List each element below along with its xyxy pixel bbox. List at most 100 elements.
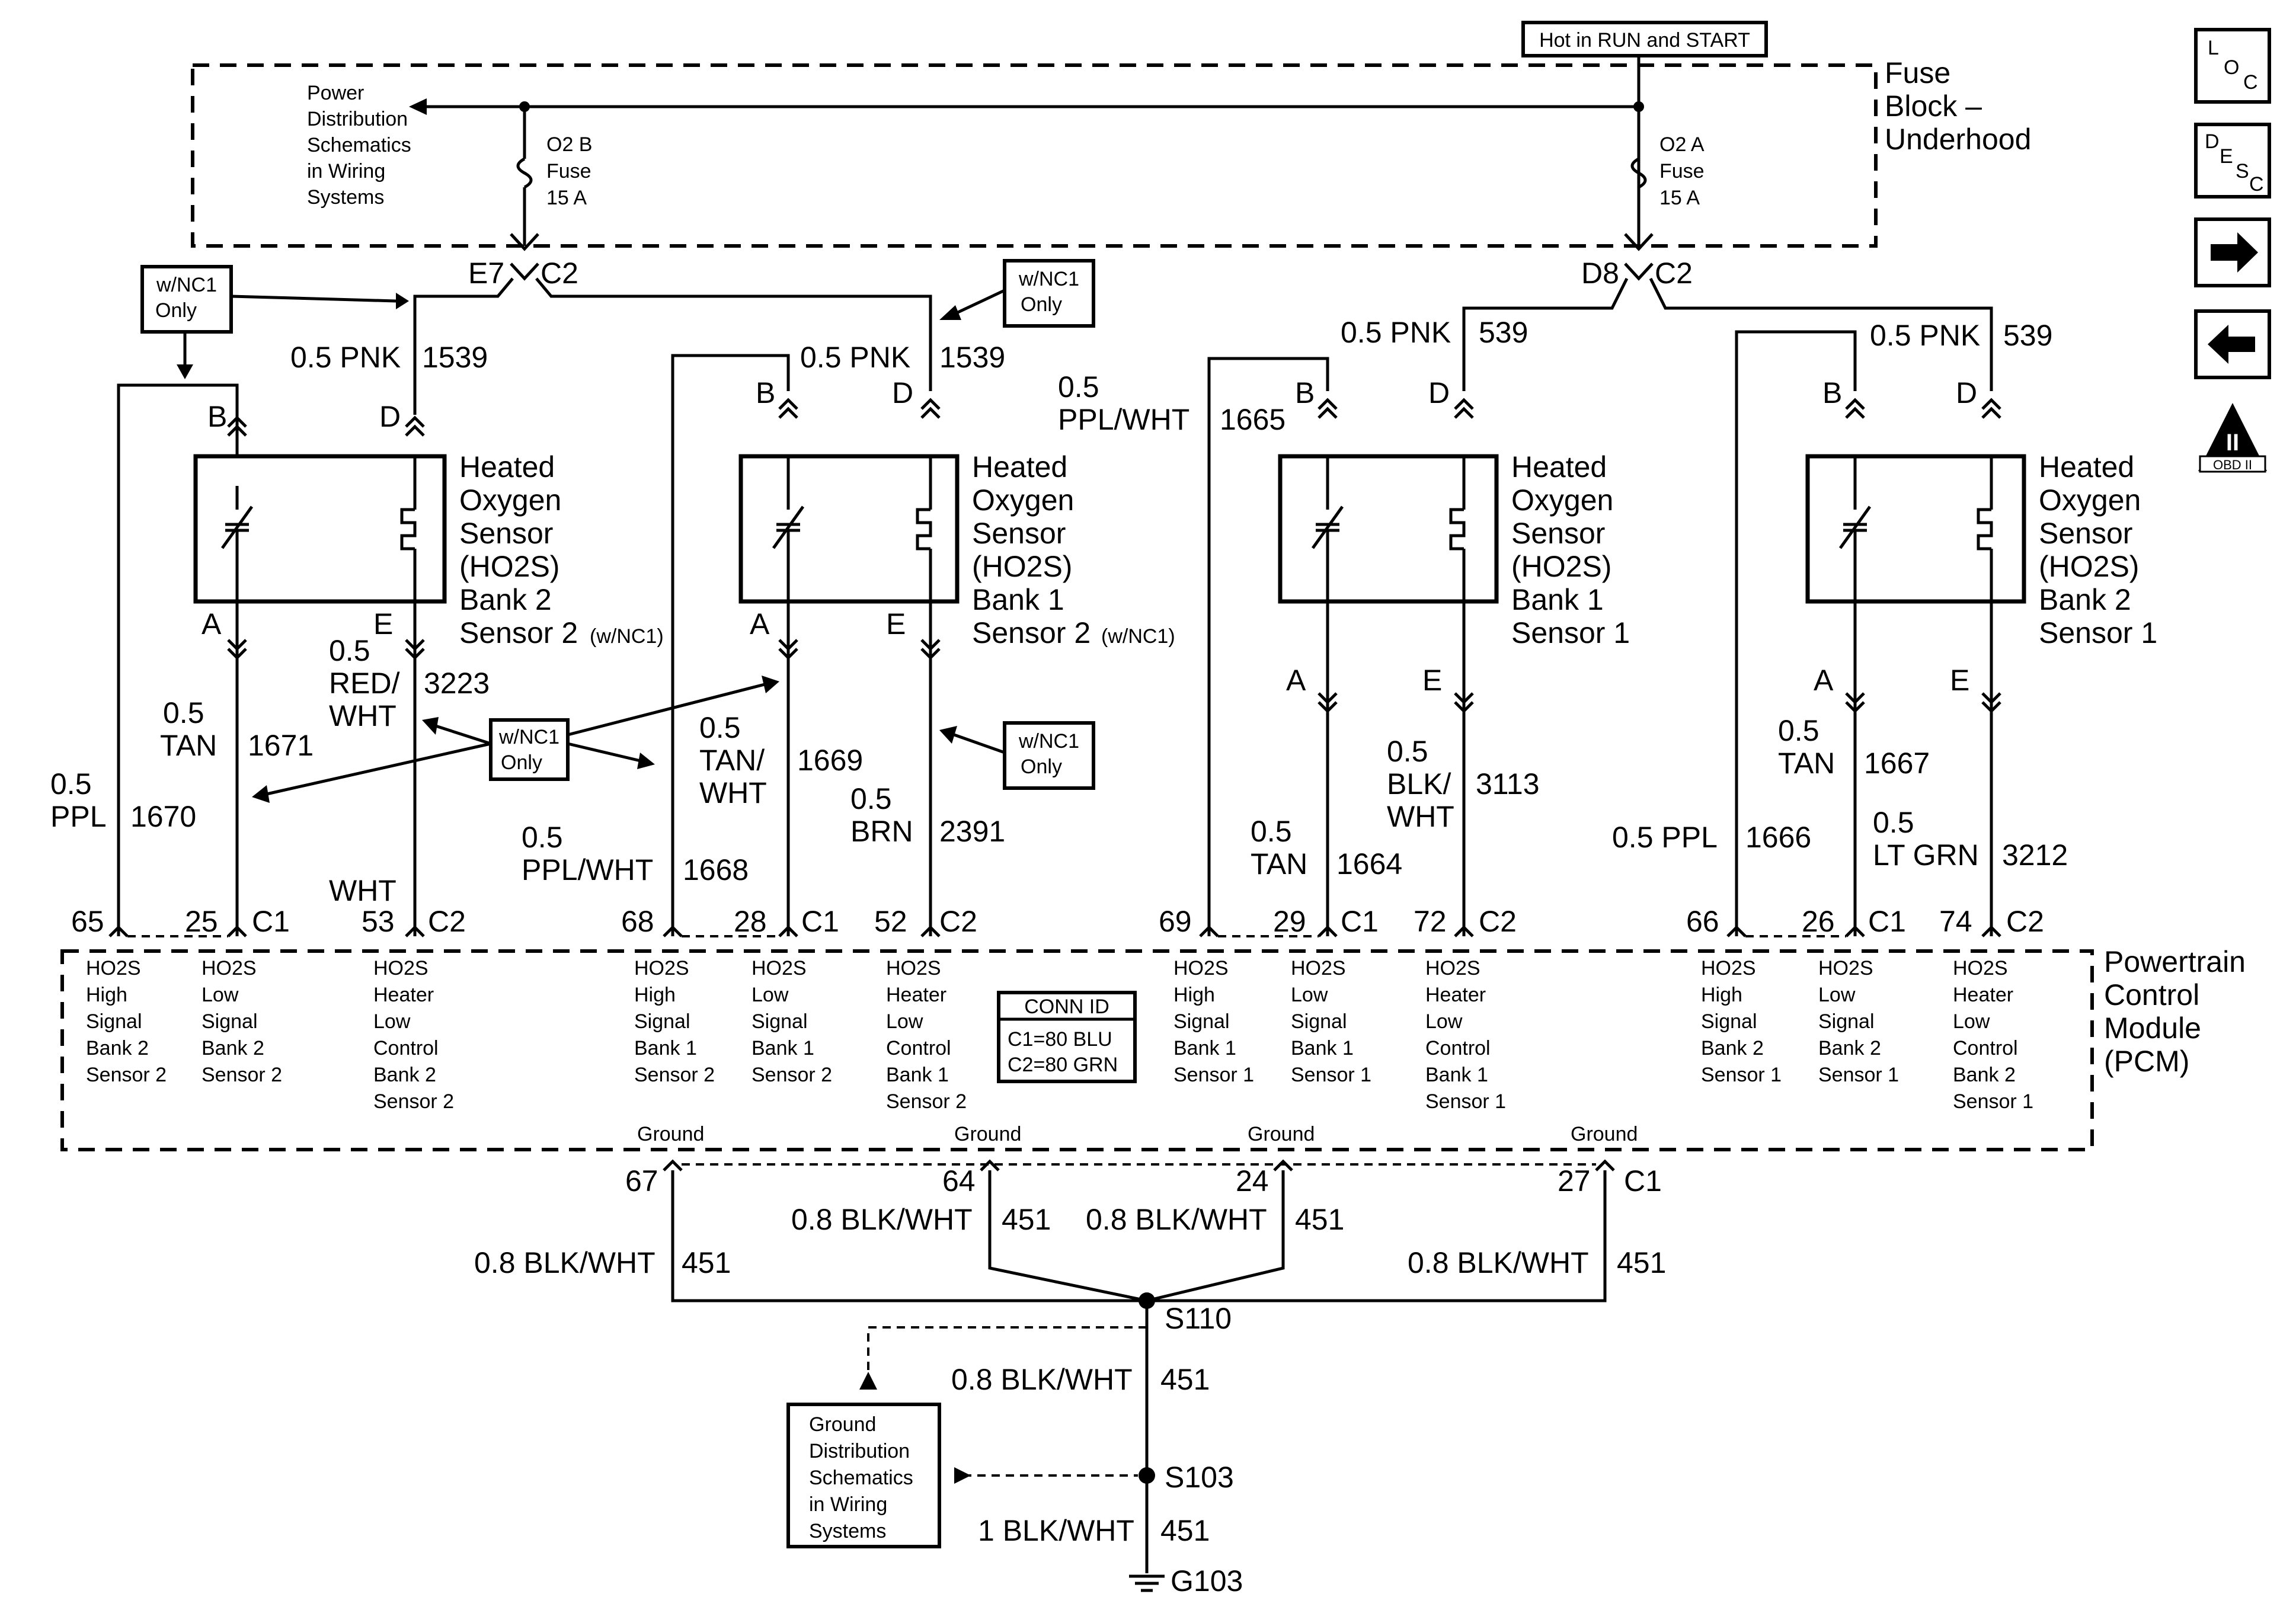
svg-text:Sensor 1: Sensor 1 <box>1173 1064 1254 1086</box>
svg-text:(HO2S): (HO2S) <box>2039 550 2139 583</box>
svg-text:w/NC1: w/NC1 <box>498 726 559 748</box>
svg-text:66: 66 <box>1686 905 1719 938</box>
nc1-note-1 <box>140 265 233 334</box>
svg-text:C1: C1 <box>801 905 839 938</box>
svg-text:Signal: Signal <box>1701 1010 1757 1033</box>
svg-text:Oxygen: Oxygen <box>2039 484 2141 517</box>
svg-text:Sensor 1: Sensor 1 <box>1701 1064 1782 1086</box>
svg-text:Heater: Heater <box>886 984 946 1006</box>
svg-text:Bank 1: Bank 1 <box>1173 1037 1236 1060</box>
svg-text:HO2S: HO2S <box>1291 957 1346 980</box>
svg-text:C: C <box>2243 71 2258 94</box>
svg-text:0.5 PNK: 0.5 PNK <box>800 341 910 374</box>
svg-text:D: D <box>2205 130 2220 153</box>
power-dist-4: in Wiring <box>307 160 385 183</box>
svg-text:0.5: 0.5 <box>1387 735 1428 768</box>
obd-ii-icon <box>2198 403 2267 471</box>
power-dist-5: Systems <box>307 186 384 209</box>
ground-circuit: 67 64 24 27 C1 0.8 BLK/WHT 451 0.8 BLK/W… <box>474 1159 1666 1598</box>
supply-branches <box>413 277 1993 415</box>
svg-text:0.8 BLK/WHT: 0.8 BLK/WHT <box>474 1246 655 1279</box>
svg-text:(HO2S): (HO2S) <box>1511 550 1611 583</box>
heater-element-icon <box>916 508 932 550</box>
svg-text:B: B <box>207 400 227 433</box>
svg-text:Low: Low <box>1953 1010 1990 1033</box>
svg-text:Sensor 1: Sensor 1 <box>1291 1064 1371 1086</box>
svg-text:E: E <box>2220 145 2233 168</box>
svg-text:S110: S110 <box>1165 1302 1232 1335</box>
svg-text:539: 539 <box>2003 319 2052 352</box>
svg-text:Low: Low <box>1818 984 1856 1006</box>
svg-text:Heated: Heated <box>1511 450 1607 484</box>
svg-text:Ground: Ground <box>954 1123 1021 1145</box>
svg-text:451: 451 <box>1160 1514 1210 1547</box>
nc1-note-2 <box>1003 259 1095 328</box>
desc-icon[interactable] <box>2194 123 2271 199</box>
svg-text:1 BLK/WHT: 1 BLK/WHT <box>978 1514 1134 1547</box>
svg-text:A: A <box>1286 664 1306 697</box>
svg-text:w/NC1: w/NC1 <box>1018 268 1079 290</box>
arrow-right-icon <box>2211 232 2258 273</box>
ground-distribution-box[interactable] <box>786 1403 941 1548</box>
svg-text:C2: C2 <box>428 905 466 938</box>
svg-text:TAN: TAN <box>1251 847 1307 881</box>
fuse-b-icon <box>516 157 533 189</box>
svg-text:Signal: Signal <box>752 1010 808 1033</box>
svg-text:Control: Control <box>2104 978 2199 1012</box>
svg-text:Oxygen: Oxygen <box>1511 484 1613 517</box>
svg-text:WHT: WHT <box>329 699 396 732</box>
loc-icon[interactable] <box>2194 28 2271 104</box>
svg-text:Bank 1: Bank 1 <box>1291 1037 1354 1060</box>
pcm-outline <box>60 949 2094 1151</box>
svg-text:High: High <box>1173 984 1215 1006</box>
svg-text:C2: C2 <box>1479 905 1517 938</box>
svg-text:0.5 PPL: 0.5 PPL <box>1612 821 1718 854</box>
svg-text:E: E <box>886 607 906 641</box>
svg-text:3113: 3113 <box>1476 767 1540 801</box>
svg-text:0.5: 0.5 <box>1251 815 1292 848</box>
fuse-block-title-1: Fuse <box>1885 56 1950 89</box>
wire-labels: 0.5 PNK 1539 0.5 PNK 1539 0.5 PNK 539 0.… <box>50 316 2068 907</box>
svg-text:Only: Only <box>155 299 197 322</box>
svg-text:C2: C2 <box>939 905 977 938</box>
svg-text:Low: Low <box>1291 984 1328 1006</box>
svg-text:68: 68 <box>621 905 654 938</box>
svg-text:Sensor: Sensor <box>972 517 1066 550</box>
svg-text:Ground: Ground <box>1248 1123 1315 1145</box>
svg-text:Sensor 1: Sensor 1 <box>1953 1090 2033 1113</box>
svg-text:3212: 3212 <box>2002 838 2068 872</box>
svg-text:24: 24 <box>1236 1164 1269 1198</box>
fuse-block: Hot in RUN and START Fuse Block – Underh… <box>191 21 2031 248</box>
fuse-a-2: Fuse <box>1659 160 1705 183</box>
svg-text:Systems: Systems <box>809 1520 886 1542</box>
fuse-block-outline <box>191 63 1878 248</box>
svg-text:1539: 1539 <box>422 341 488 374</box>
sensor-bank1-sensor1: Heated Oxygen Sensor (HO2S) Bank 1 Senso… <box>1278 376 1630 697</box>
svg-text:Ground: Ground <box>809 1413 876 1436</box>
svg-text:C1: C1 <box>1341 905 1379 938</box>
svg-text:LT GRN: LT GRN <box>1873 838 1979 872</box>
svg-text:C1: C1 <box>1624 1164 1662 1198</box>
svg-text:26: 26 <box>1802 905 1835 938</box>
svg-text:(w/NC1): (w/NC1) <box>1101 625 1175 648</box>
svg-text:G103: G103 <box>1171 1564 1243 1598</box>
svg-text:Sensor: Sensor <box>459 517 553 550</box>
svg-text:Control: Control <box>886 1037 951 1060</box>
svg-text:Bank 2: Bank 2 <box>86 1037 149 1060</box>
svg-text:D: D <box>379 400 401 433</box>
fuse-a-3: 15 A <box>1659 187 1700 209</box>
svg-text:O: O <box>2224 56 2239 79</box>
svg-text:0.5: 0.5 <box>50 767 92 801</box>
svg-text:Signal: Signal <box>1173 1010 1230 1033</box>
svg-text:1665: 1665 <box>1220 403 1285 436</box>
svg-text:HO2S: HO2S <box>634 957 689 980</box>
svg-text:E: E <box>373 607 393 641</box>
svg-text:Only: Only <box>1021 293 1062 316</box>
svg-text:1667: 1667 <box>1864 747 1930 780</box>
svg-text:Heated: Heated <box>2039 450 2134 484</box>
svg-text:67: 67 <box>625 1164 658 1198</box>
hot-run-start-box <box>1521 21 1768 57</box>
heater-element-icon <box>400 508 417 550</box>
svg-text:Bank 2: Bank 2 <box>202 1037 264 1060</box>
option-notes: w/NC1 Only w/NC1 Only w/NC1 Only w/NC1 O… <box>140 259 1095 803</box>
